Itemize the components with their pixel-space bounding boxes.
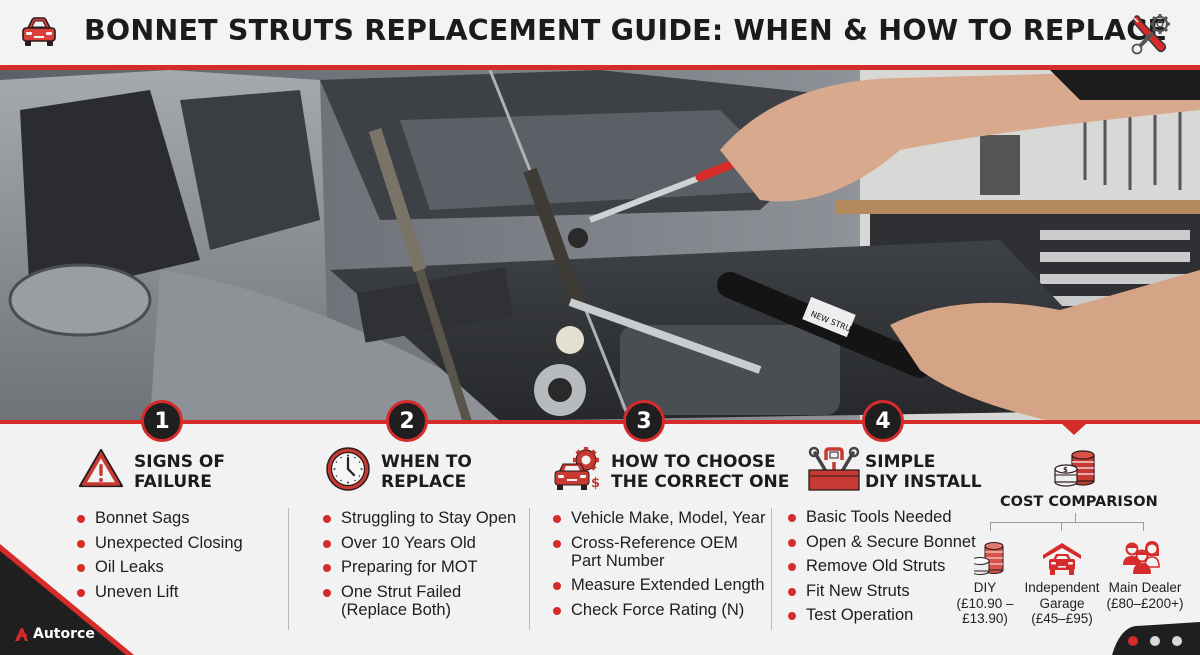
coins-stack-icon: $ [1054, 450, 1095, 487]
hero-photo: NEW STRUT [0, 70, 1200, 421]
bracket-leg [990, 522, 991, 531]
cost-option-diy: DIY (£10.90 – £13.90) [956, 580, 1014, 626]
toolbox-icon [808, 446, 860, 491]
step-badge-1: 1 [141, 400, 183, 442]
step-badge-2: 2 [386, 400, 428, 442]
list-item: Remove Old Struts [788, 557, 976, 575]
svg-text:$: $ [1063, 466, 1068, 474]
column-divider [771, 508, 772, 630]
signs-list: Bonnet Sags Unexpected Closing Oil Leaks… [77, 509, 243, 607]
list-item: Measure Extended Length [553, 576, 765, 594]
wrench-gear-icon [1131, 14, 1170, 55]
list-item: Uneven Lift [77, 583, 243, 601]
list-item: Open & Secure Bonnet [788, 533, 976, 551]
pager-dot-2[interactable] [1150, 636, 1160, 646]
bracket-leg [1061, 522, 1062, 531]
step-badge-4: 4 [862, 400, 904, 442]
column-divider [529, 508, 530, 630]
choose-list: Vehicle Make, Model, Year Cross-Referenc… [553, 509, 765, 625]
photo-divider [0, 420, 1200, 424]
pager-dot-3[interactable] [1172, 636, 1182, 646]
clock-icon [326, 447, 370, 491]
list-item: Over 10 Years Old [323, 534, 516, 552]
autorce-logo-icon [15, 627, 28, 641]
column-divider [288, 508, 289, 630]
cost-option-main-dealer: Main Dealer (£80–£200+) [1106, 580, 1184, 611]
brand-name: Autorce [33, 626, 95, 642]
section-title: SIGNS OF FAILURE [134, 452, 225, 492]
svg-text:$: $ [591, 476, 600, 491]
list-item: Oil Leaks [77, 558, 243, 576]
install-list: Basic Tools Needed Open & Secure Bonnet … [788, 508, 976, 631]
car-icon [22, 17, 56, 46]
header: BONNET STRUTS REPLACEMENT GUIDE: WHEN & … [0, 0, 1200, 66]
brand-logo: Autorce [14, 626, 95, 642]
cost-pointer [1062, 424, 1086, 435]
content-panel [0, 424, 1200, 655]
bracket-bar [990, 522, 1144, 523]
list-item: Preparing for MOT [323, 558, 516, 576]
list-item: Struggling to Stay Open [323, 509, 516, 527]
bracket-stem [1075, 513, 1076, 522]
list-item: Unexpected Closing [77, 534, 243, 552]
list-item: Test Operation [788, 606, 976, 624]
list-item: Fit New Struts [788, 582, 976, 600]
section-title: WHEN TO REPLACE [381, 452, 472, 492]
dealer-staff-icon [1123, 541, 1160, 574]
section-title: HOW TO CHOOSE THE CORRECT ONE [611, 452, 790, 492]
pager-dot-1[interactable] [1128, 636, 1138, 646]
list-item: Vehicle Make, Model, Year [553, 509, 765, 527]
when-list: Struggling to Stay Open Over 10 Years Ol… [323, 509, 516, 619]
coins-icon [974, 542, 1004, 575]
list-item: Check Force Rating (N) [553, 601, 765, 619]
cost-comparison-title: COST COMPARISON [1000, 494, 1158, 510]
bracket-leg [1143, 522, 1144, 531]
header-divider [0, 65, 1200, 70]
cost-option-independent-garage: Independent Garage (£45–£95) [1024, 580, 1100, 626]
list-item: Basic Tools Needed [788, 508, 976, 526]
garage-icon [1043, 543, 1081, 575]
page-title: BONNET STRUTS REPLACEMENT GUIDE: WHEN & … [84, 14, 1168, 47]
section-title: SIMPLE DIY INSTALL [865, 452, 982, 492]
car-gear-icon: $ [554, 447, 600, 491]
list-item: Bonnet Sags [77, 509, 243, 527]
list-item: One Strut Failed(Replace Both) [323, 583, 516, 619]
step-badge-3: 3 [623, 400, 665, 442]
warning-triangle-icon [78, 448, 124, 488]
